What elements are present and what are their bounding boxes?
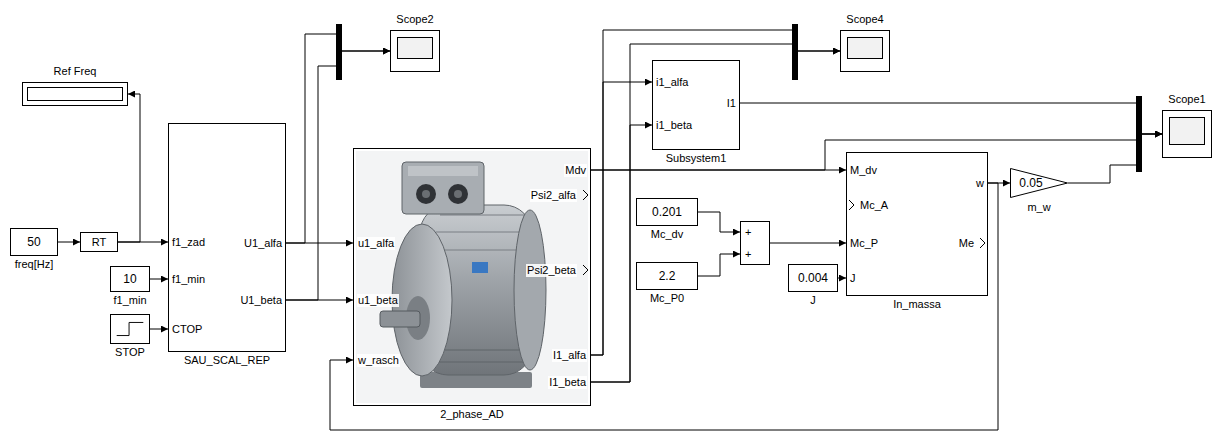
block-name: Ref Freq bbox=[54, 65, 97, 78]
port-label: + bbox=[745, 226, 751, 239]
block-name: Mc_dv bbox=[651, 228, 683, 241]
port-label: I1_alfa bbox=[552, 349, 587, 362]
signal-line bbox=[591, 30, 840, 355]
block-value: 50 bbox=[27, 235, 40, 249]
subsystem-block: i1_alfai1_betaI1Subsystem1 bbox=[652, 60, 740, 150]
display-window bbox=[27, 87, 123, 101]
scope-screen bbox=[847, 37, 883, 59]
signal-line bbox=[330, 183, 998, 430]
step-block: STOP bbox=[110, 314, 150, 344]
port-label: Mc_P bbox=[850, 237, 878, 250]
port-label: Me bbox=[959, 237, 974, 250]
signal-line bbox=[838, 278, 846, 279]
scope-block: Scope2 bbox=[390, 30, 440, 72]
port-label: w_rasch bbox=[357, 354, 400, 367]
port-label: I1 bbox=[727, 97, 736, 110]
signal-line bbox=[286, 243, 353, 244]
sum-block: ++ bbox=[740, 221, 770, 265]
port-chevron bbox=[583, 190, 588, 200]
signal-line bbox=[1068, 134, 1162, 183]
port-label: Mc_A bbox=[860, 199, 888, 212]
constant-block: 10f1_min bbox=[110, 266, 150, 292]
port-label: M_dv bbox=[850, 164, 877, 177]
constant-block: 0.004J bbox=[788, 264, 838, 292]
display-block: Ref Freq bbox=[22, 82, 128, 106]
scope-block: Scope4 bbox=[840, 30, 890, 72]
signal-line bbox=[286, 34, 390, 243]
port-chevron bbox=[583, 265, 588, 275]
block-name: 2_phase_AD bbox=[439, 408, 505, 421]
port-label: I1_beta bbox=[548, 376, 587, 389]
signal-line bbox=[286, 51, 390, 300]
port-label: i1_alfa bbox=[656, 76, 688, 89]
block-value: 10 bbox=[123, 272, 136, 286]
port-label: + bbox=[745, 248, 751, 261]
block-name: In_massa bbox=[893, 298, 941, 311]
port-label: f1_zad bbox=[172, 236, 205, 249]
port-label: u1_alfa bbox=[357, 237, 395, 250]
constant-block: 0.201Mc_dv bbox=[636, 198, 698, 226]
constant-block: 2.2Mc_P0 bbox=[636, 262, 698, 290]
signal-line bbox=[150, 279, 168, 280]
port-chevron bbox=[980, 238, 985, 248]
subsystem-block: M_dvMc_AMc_PJwMeIn_massa bbox=[846, 152, 988, 296]
block-name: Mc_P0 bbox=[650, 292, 684, 305]
signal-line bbox=[591, 44, 840, 382]
block-name: SAU_SCAL_REP bbox=[184, 354, 270, 367]
block-name: STOP bbox=[115, 346, 145, 359]
block-name: m_w bbox=[1027, 201, 1050, 214]
scope-screen bbox=[397, 37, 433, 59]
port-label: Mdv bbox=[564, 164, 587, 177]
port-label: i1_beta bbox=[656, 119, 692, 132]
rate-transition-block: RT bbox=[80, 232, 118, 252]
port-label: f1_min bbox=[172, 273, 205, 286]
signal-line bbox=[740, 103, 1162, 134]
signal-line bbox=[698, 212, 740, 232]
scope-screen bbox=[1169, 117, 1205, 145]
block-value: 2.2 bbox=[659, 269, 676, 283]
port-label: Psi2_beta bbox=[526, 264, 577, 277]
step-symbol bbox=[111, 315, 149, 343]
port-label: Psi2_alfa bbox=[530, 189, 577, 202]
signal-line bbox=[286, 300, 353, 301]
block-value: 0.05 bbox=[1019, 176, 1042, 190]
signal-line bbox=[118, 94, 140, 242]
block-value: 0.201 bbox=[652, 205, 682, 219]
port-label: CTOP bbox=[172, 323, 202, 336]
block-name: freq[Hz] bbox=[15, 258, 54, 271]
gain-block: 0.05m_w bbox=[1010, 168, 1068, 198]
signal-line bbox=[591, 125, 652, 382]
block-name: Scope2 bbox=[396, 13, 433, 26]
scope-block: Scope1 bbox=[1162, 110, 1212, 158]
signal-line bbox=[698, 254, 740, 276]
block-name: Subsystem1 bbox=[666, 152, 727, 165]
block-name: Scope1 bbox=[1168, 93, 1205, 106]
port-label: w bbox=[976, 177, 984, 190]
signal-line bbox=[770, 243, 846, 244]
motor-illustration bbox=[356, 151, 588, 403]
port-label: J bbox=[850, 272, 856, 285]
block-name: Scope4 bbox=[846, 13, 883, 26]
block-value: RT bbox=[92, 236, 106, 249]
constant-block: 50freq[Hz] bbox=[10, 228, 58, 256]
signal-line bbox=[58, 242, 80, 243]
port-label: u1_beta bbox=[357, 294, 399, 307]
signal-line bbox=[150, 329, 168, 330]
block-value: 0.004 bbox=[798, 271, 828, 285]
port-chevron bbox=[849, 200, 854, 210]
motor-model-block: u1_alfa u1_beta w_rasch MdvPsi2_alfaPsi2_be… bbox=[353, 148, 591, 406]
port-label: U1_alfa bbox=[244, 237, 282, 250]
block-name: f1_min bbox=[113, 294, 146, 307]
port-label: U1_beta bbox=[240, 294, 282, 307]
subsystem-block: f1_zadf1_minCTOPU1_alfaU1_betaSAU_SCAL_R… bbox=[168, 123, 286, 352]
block-name: J bbox=[810, 294, 816, 307]
